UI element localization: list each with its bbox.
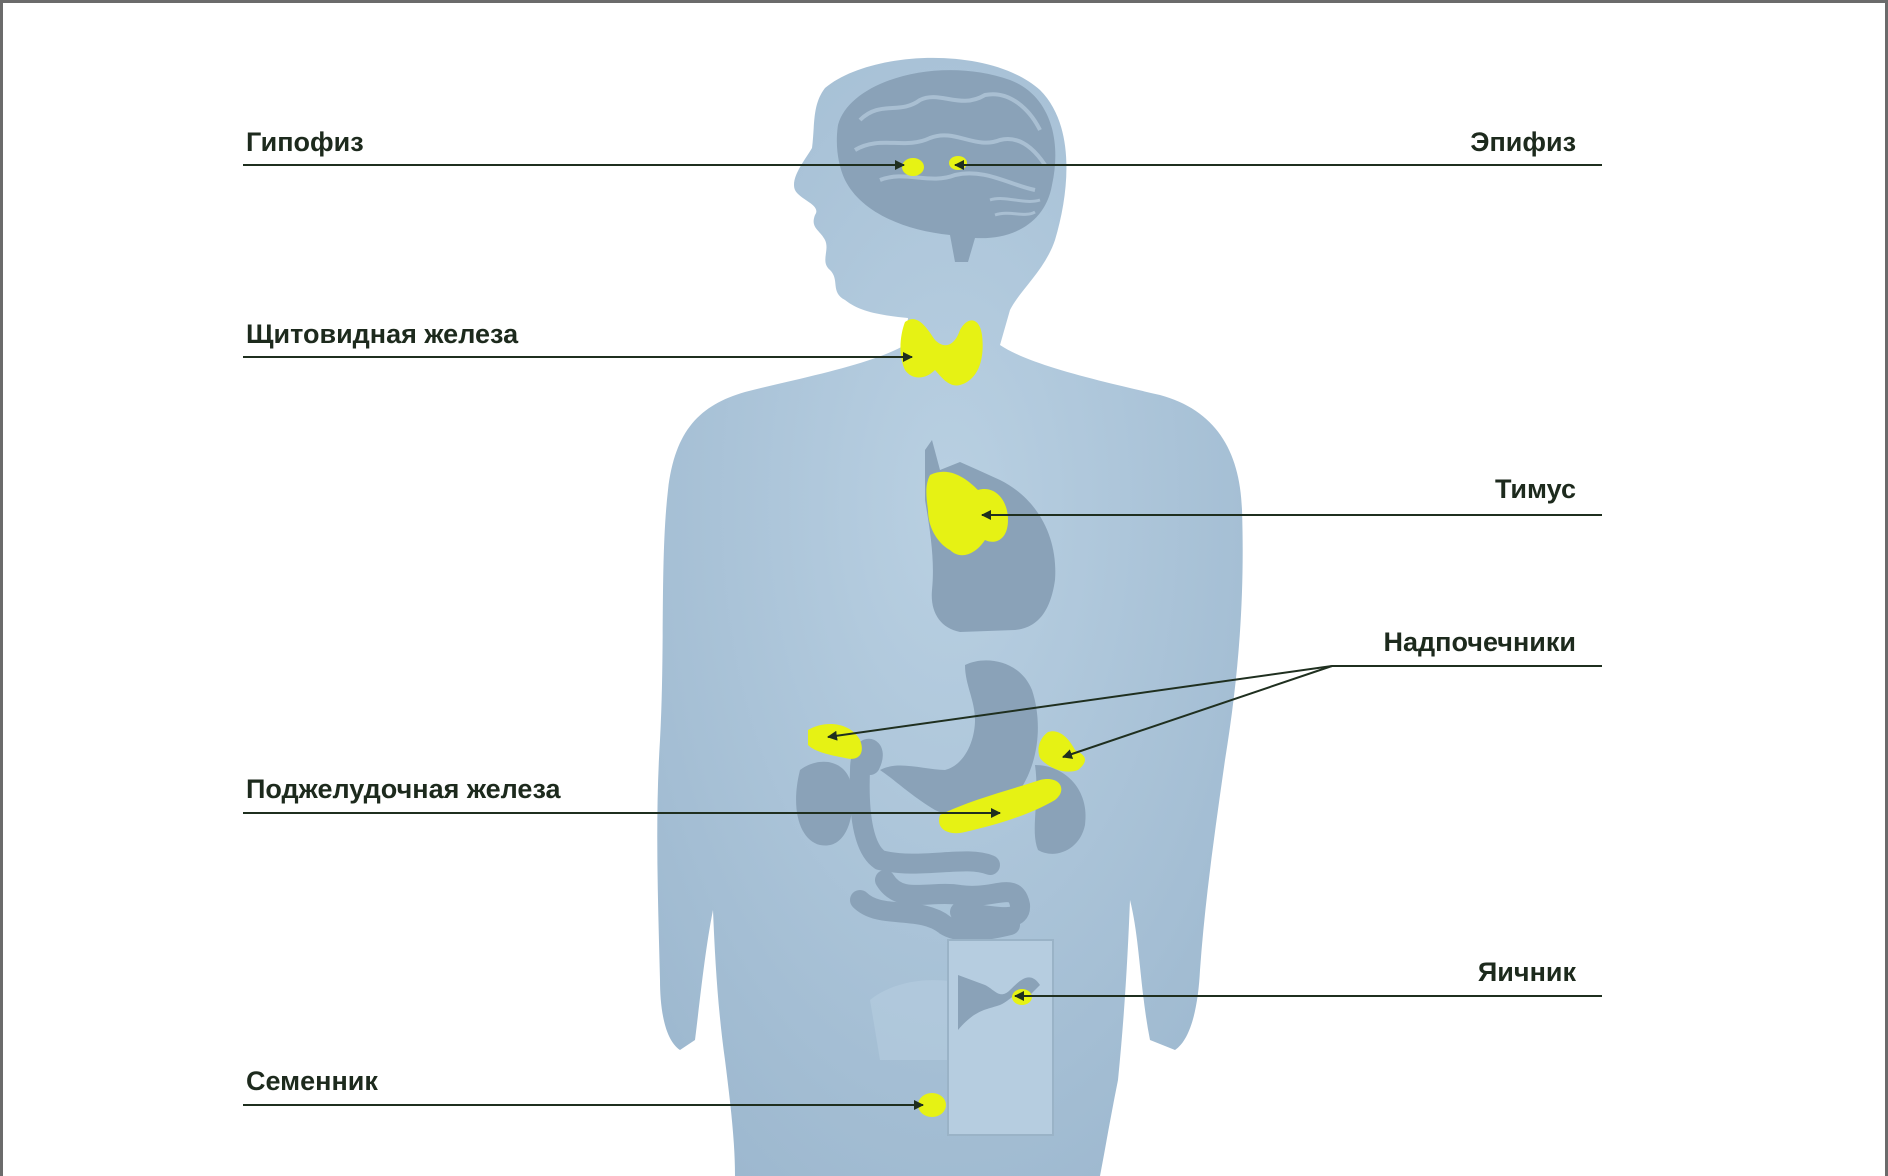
kidney-left xyxy=(796,762,852,846)
label-thyroid: Щитовидная железа xyxy=(246,319,519,349)
label-thymus: Тимус xyxy=(1495,474,1576,504)
gland-pituitary xyxy=(902,158,924,176)
label-pancreas: Поджелудочная железа xyxy=(246,774,562,804)
gland-pineal xyxy=(949,156,967,170)
label-adrenals: Надпочечники xyxy=(1384,627,1577,657)
label-pituitary: Гипофиз xyxy=(246,127,364,157)
ovary-inset xyxy=(948,940,1053,1135)
label-testis: Семенник xyxy=(246,1066,378,1096)
label-ovary: Яичник xyxy=(1478,957,1577,987)
label-pineal: Эпифиз xyxy=(1470,127,1576,157)
